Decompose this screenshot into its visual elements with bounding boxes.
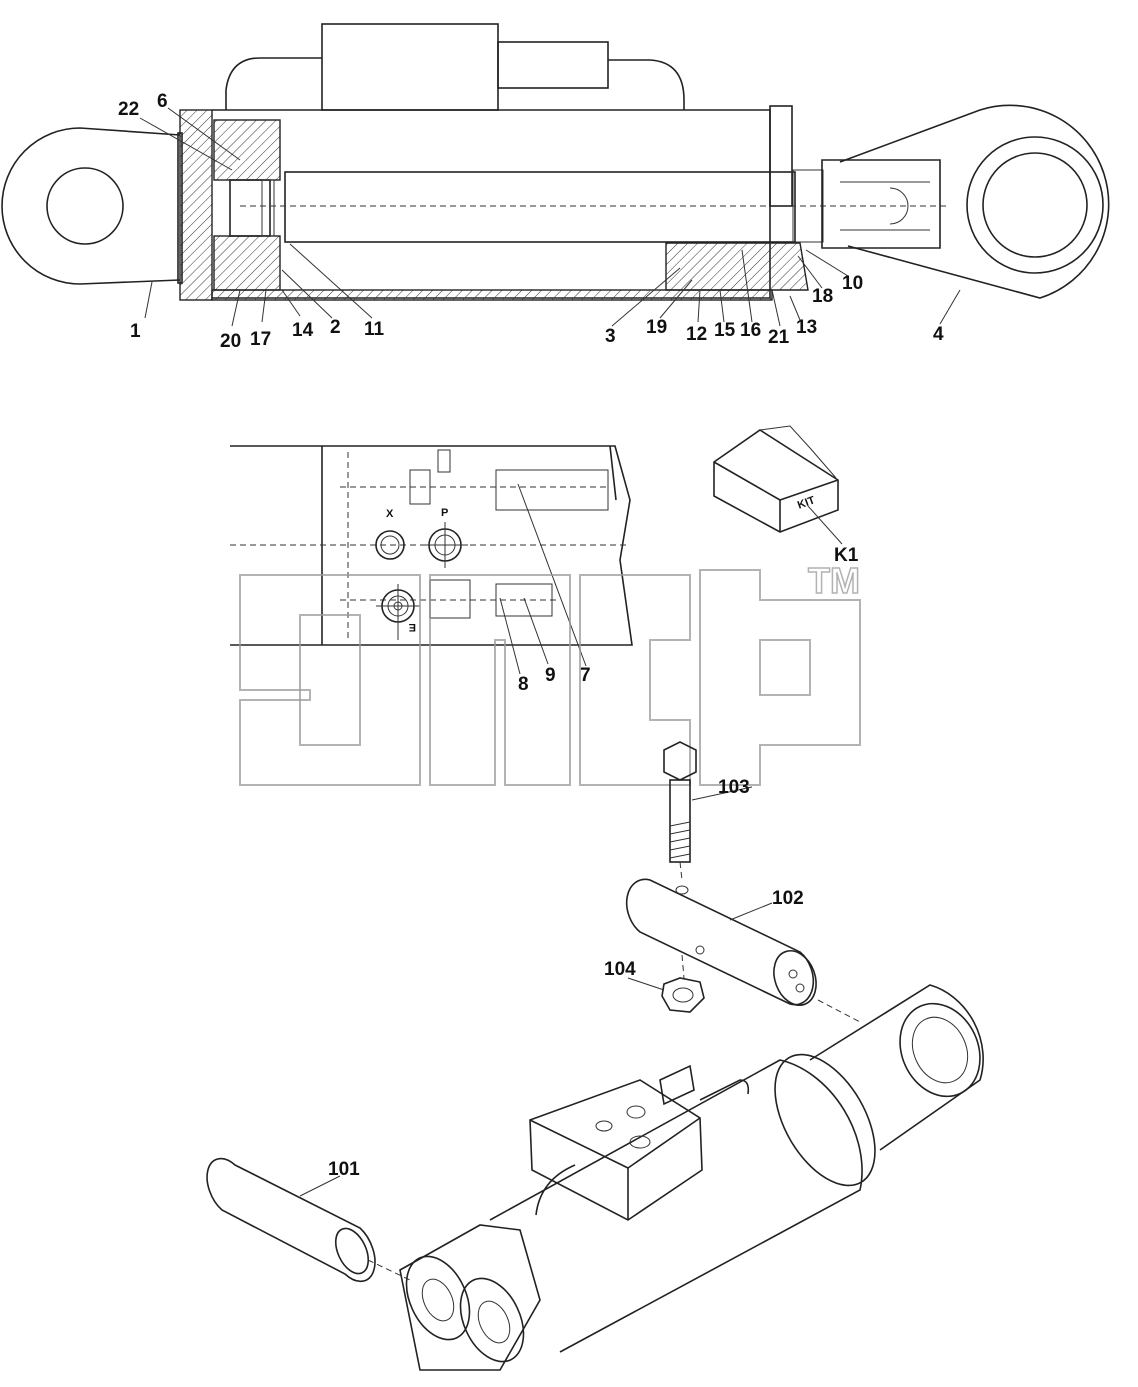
- callout-19: 19: [646, 317, 667, 338]
- callout-2: 2: [330, 317, 341, 338]
- callout-10: 10: [842, 273, 863, 294]
- kit-box: KIT K1: [713, 425, 859, 566]
- callout-8: 8: [518, 674, 529, 695]
- watermark-logo: TM: [239, 559, 861, 786]
- callout-103: 103: [718, 777, 750, 798]
- callout-22: 22: [118, 99, 139, 120]
- callout-102: 102: [772, 888, 804, 909]
- callout-4: 4: [933, 324, 944, 345]
- callout-11: 11: [364, 319, 385, 340]
- valve-block-detail: X P E 7 8 9: [230, 445, 633, 695]
- callout-13: 13: [796, 317, 817, 338]
- callout-3: 3: [605, 326, 616, 347]
- watermark-tm: TM: [808, 560, 860, 601]
- callout-1: 1: [130, 321, 141, 342]
- callout-9: 9: [545, 665, 556, 686]
- cylinder-cross-section: [1, 23, 1110, 301]
- callout-15: 15: [714, 320, 736, 341]
- callout-k1: K1: [834, 545, 859, 566]
- callout-21: 21: [768, 327, 790, 348]
- callout-20: 20: [220, 331, 241, 352]
- cylinder-leader-lines: [139, 107, 961, 327]
- kit-box-text: KIT: [796, 494, 817, 511]
- callout-104: 104: [604, 959, 636, 980]
- callout-7: 7: [580, 665, 591, 686]
- callout-17: 17: [250, 329, 271, 350]
- callout-101: 101: [328, 1159, 360, 1180]
- port-label-x: X: [386, 508, 394, 520]
- callout-12: 12: [686, 324, 707, 345]
- port-label-p: P: [441, 507, 448, 519]
- callout-18: 18: [812, 286, 833, 307]
- callout-16: 16: [740, 320, 761, 341]
- port-label-e: E: [409, 621, 416, 633]
- callout-6: 6: [157, 91, 168, 112]
- callout-14: 14: [292, 320, 314, 341]
- exploded-view: 103 102 104 101: [206, 741, 984, 1371]
- cylinder-callouts: 1 2 3 4 6 10 11 12 13 14 15 16 17 18 19 …: [118, 91, 944, 352]
